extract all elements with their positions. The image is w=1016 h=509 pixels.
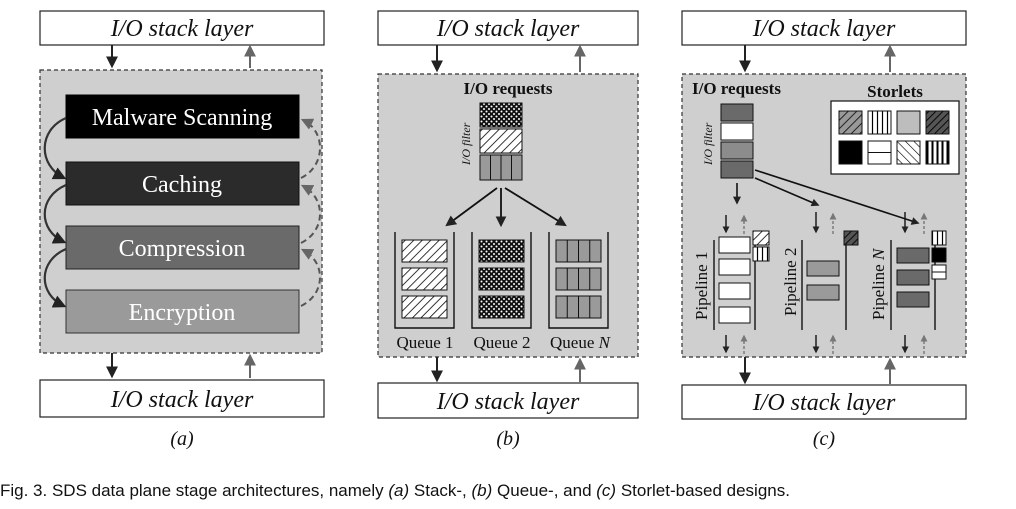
- panel-a-top-layer-label: I/O stack layer: [110, 16, 254, 42]
- diagram-canvas: I/O stack layer Malware Scanning Caching…: [39, 10, 967, 450]
- storlet-hatched-dark: [925, 110, 950, 135]
- queue-1: [394, 232, 455, 329]
- request-dark: [720, 103, 754, 122]
- storlet-thick-lines: [925, 140, 950, 165]
- request-gray: [720, 141, 754, 160]
- queue-n-label: Queue N: [550, 333, 612, 352]
- queue-2-label: Queue 2: [473, 333, 530, 352]
- panel-b-top-layer-box: [377, 10, 639, 46]
- panel-a-curve-arrow-1: [43, 116, 67, 180]
- stage-malware-scanning-label: Malware Scanning: [92, 105, 273, 131]
- request-grid: [479, 154, 523, 181]
- queue-n: [548, 232, 609, 329]
- panel-b-requests-title: I/O requests: [464, 79, 553, 98]
- request-dark-2: [720, 160, 754, 179]
- storlet-vertical-lines: [867, 110, 892, 135]
- request-hatched: [479, 128, 523, 154]
- storlet-split: [867, 140, 892, 165]
- panel-c-storlet-design: I/O stack layer I/O requests I/O filter …: [681, 10, 967, 450]
- caption-prefix: Fig. 3. SDS data plane stage architectur…: [0, 481, 389, 500]
- stage-encryption-box: [65, 289, 300, 334]
- panel-a-label: (a): [170, 428, 194, 450]
- panel-a-curve-arrow-3: [43, 247, 67, 308]
- caption-b-text: Queue-, and: [492, 481, 597, 500]
- panel-c-route-arrow-2: [754, 177, 820, 207]
- request-dotted: [479, 102, 523, 128]
- storlets-title: Storlets: [867, 82, 923, 101]
- caption-a-text: Stack-,: [409, 481, 472, 500]
- stage-caching-box: [65, 161, 300, 206]
- panel-a-return-arrow-3: [300, 118, 321, 179]
- stage-encryption-label: Encryption: [129, 300, 236, 326]
- panel-c-bottom-layer-box: [681, 384, 967, 420]
- panel-b-route-arrow-1: [445, 187, 498, 227]
- caption-b-label: (b): [471, 481, 493, 500]
- panel-b-top-layer-label: I/O stack layer: [436, 16, 580, 42]
- panel-b-filter-label: I/O filter: [459, 122, 473, 166]
- storlet-black: [838, 140, 863, 165]
- panel-a-return-arrow-1: [300, 248, 321, 307]
- queue-1-label: Queue 1: [396, 333, 453, 352]
- pipeline-2: [801, 212, 859, 354]
- panel-c-top-layer-box: [681, 10, 967, 46]
- panel-c-route-arrow-3: [754, 169, 920, 225]
- panel-a-bottom-layer-label: I/O stack layer: [110, 387, 254, 413]
- caption-c-text: Storlet-based designs.: [616, 481, 790, 500]
- pipeline-1-label: Pipeline 1: [692, 252, 711, 320]
- queue-2: [471, 232, 532, 329]
- panel-c-filter-label: I/O filter: [701, 122, 715, 166]
- storlet-gray: [896, 110, 921, 135]
- panel-a-stack-design: I/O stack layer Malware Scanning Caching…: [39, 10, 325, 450]
- panel-c-label: (c): [813, 428, 836, 450]
- panel-a-curve-arrow-2: [43, 183, 67, 244]
- panel-b-route-arrow-3: [504, 187, 567, 227]
- stage-compression-label: Compression: [119, 236, 246, 262]
- panel-c-bottom-layer-label: I/O stack layer: [752, 390, 896, 416]
- pipeline-n: [890, 212, 947, 354]
- storlet-hatched-light: [896, 140, 921, 165]
- stage-compression-box: [65, 225, 300, 270]
- panel-a-bottom-layer-box: [39, 379, 325, 418]
- pipeline-2-label: Pipeline 2: [781, 248, 800, 316]
- caption-a-label: (a): [388, 481, 410, 500]
- panel-a-top-layer-box: [39, 10, 325, 46]
- pipeline-n-label: Pipeline N: [869, 247, 888, 320]
- stage-malware-scanning-box: [65, 94, 300, 139]
- panel-b-label: (b): [496, 428, 520, 450]
- figure-caption: Fig. 3. SDS data plane stage architectur…: [0, 481, 1016, 501]
- request-white: [720, 122, 754, 141]
- panel-a-return-arrow-2: [300, 184, 321, 244]
- panel-c-requests-title: I/O requests: [692, 79, 781, 98]
- caption-c-label: (c): [596, 481, 617, 500]
- pipeline-1: [713, 214, 770, 354]
- panel-b-bottom-layer-box: [377, 382, 639, 419]
- panel-b-bottom-layer-label: I/O stack layer: [436, 389, 580, 415]
- stage-caching-label: Caching: [142, 172, 222, 198]
- panel-c-top-layer-label: I/O stack layer: [752, 16, 896, 42]
- panel-b-queue-design: I/O stack layer I/O requests I/O filter: [377, 10, 639, 450]
- storlet-hatched-gray: [838, 110, 863, 135]
